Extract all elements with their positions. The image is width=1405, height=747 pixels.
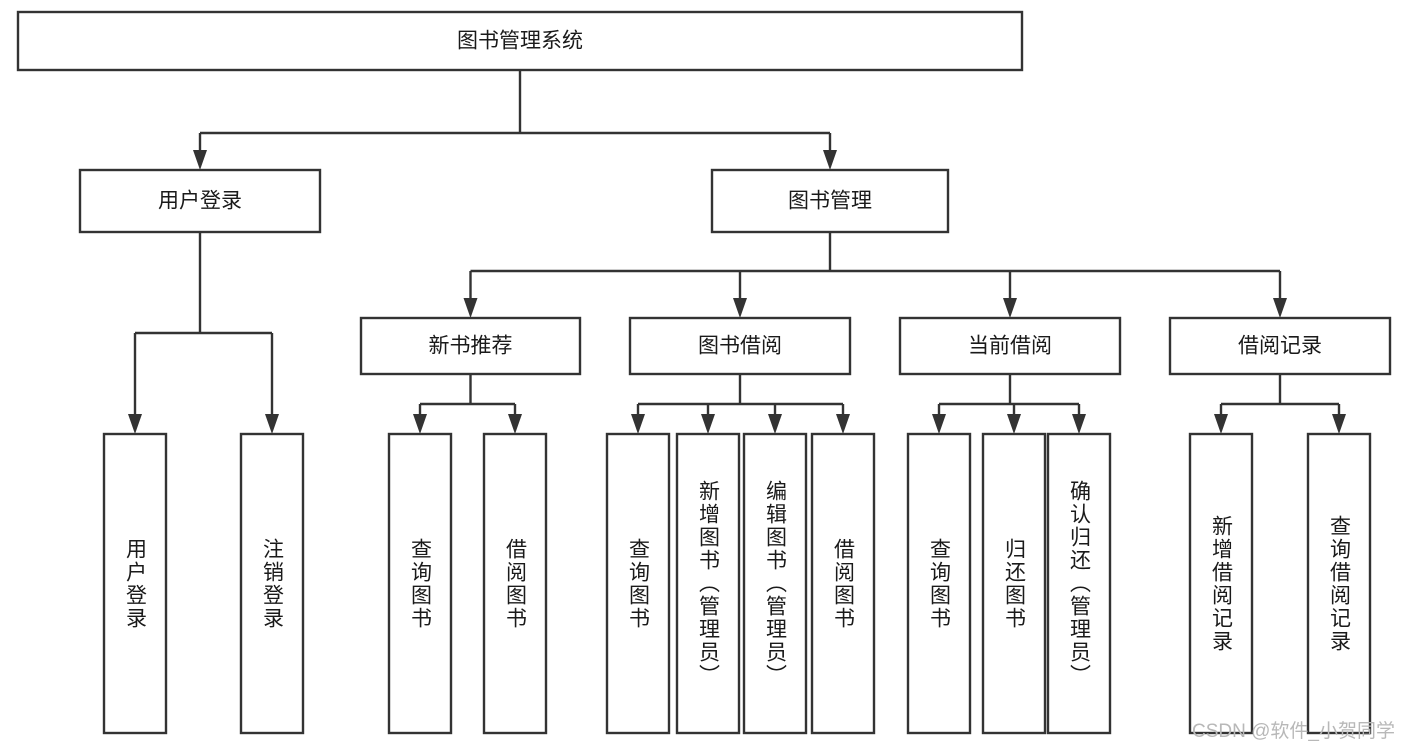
node-leaf-cur-return[interactable]: [983, 434, 1045, 733]
connector-group-newbook: [413, 374, 522, 434]
node-box-leaf-rec-query[interactable]: [1306, 432, 1372, 735]
node-leaf-rec-add[interactable]: [1190, 434, 1252, 733]
connector-group-current: [932, 374, 1086, 434]
node-box-leaf-bw-edit[interactable]: [742, 432, 808, 735]
connector-group-root: [193, 70, 837, 170]
boxes-layer: [16, 10, 1392, 735]
connectors-layer: [128, 70, 1346, 434]
node-box-leaf-cur-query[interactable]: [906, 432, 972, 735]
node-box-current[interactable]: [898, 316, 1122, 376]
node-label-current: 当前借阅: [968, 335, 1052, 358]
node-leaf-nb-borrow[interactable]: [484, 434, 546, 733]
node-box-leaf-cur-confirm[interactable]: [1046, 432, 1112, 735]
node-box-leaf-bw-add[interactable]: [675, 432, 741, 735]
connector-group-bookmgmt: [463, 232, 1287, 318]
node-box-bookmgmt[interactable]: [710, 168, 950, 234]
node-label-borrow: 图书借阅: [698, 335, 782, 358]
node-leaf-bw-edit[interactable]: [744, 434, 806, 733]
node-label-login: 用户登录: [158, 190, 242, 213]
node-box-leaf-rec-add[interactable]: [1188, 432, 1254, 735]
node-leaf-rec-query[interactable]: [1308, 434, 1370, 733]
node-box-login[interactable]: [78, 168, 322, 234]
node-box-leaf-user-login[interactable]: [102, 432, 168, 735]
node-box-records[interactable]: [1168, 316, 1392, 376]
node-leaf-bw-query[interactable]: [607, 434, 669, 733]
connector-group-login: [128, 232, 279, 434]
node-leaf-bw-add[interactable]: [677, 434, 739, 733]
node-leaf-user-logout[interactable]: [241, 434, 303, 733]
node-label-newbook: 新书推荐: [429, 335, 513, 358]
node-box-leaf-nb-borrow[interactable]: [482, 432, 548, 735]
node-box-newbook[interactable]: [359, 316, 582, 376]
node-box-leaf-bw-query[interactable]: [605, 432, 671, 735]
node-leaf-cur-query[interactable]: [908, 434, 970, 733]
node-box-leaf-nb-query[interactable]: [387, 432, 453, 735]
node-label-bookmgmt: 图书管理: [788, 190, 872, 213]
node-box-borrow[interactable]: [628, 316, 852, 376]
node-box-leaf-cur-return[interactable]: [981, 432, 1047, 735]
node-label-records: 借阅记录: [1238, 335, 1322, 358]
connector-group-records: [1214, 374, 1346, 434]
node-leaf-nb-query[interactable]: [389, 434, 451, 733]
node-leaf-user-login[interactable]: [104, 434, 166, 733]
node-leaf-cur-confirm[interactable]: [1048, 434, 1110, 733]
csdn-watermark: CSDN @软件_小贺同学: [1192, 721, 1395, 742]
node-box-leaf-user-logout[interactable]: [239, 432, 305, 735]
node-leaf-bw-borrow[interactable]: [812, 434, 874, 733]
node-box-leaf-bw-borrow[interactable]: [810, 432, 876, 735]
connector-group-borrow: [631, 374, 850, 434]
node-box-root[interactable]: [16, 10, 1024, 72]
node-label-root: 图书管理系统: [457, 30, 583, 53]
